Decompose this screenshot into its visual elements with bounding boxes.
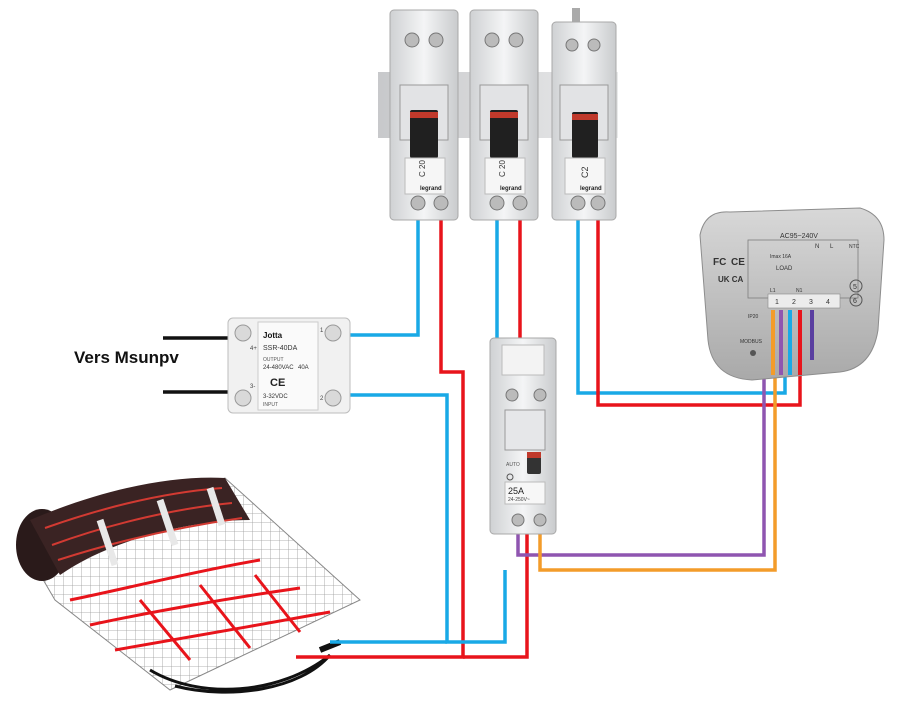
breaker-2-rating: C 20 — [498, 160, 507, 177]
thermostat-terminal-6: 6 — [853, 298, 857, 305]
thermostat-voltage: AC95~240V — [780, 233, 818, 240]
ssr-terminal-2: 2 — [320, 396, 324, 402]
thermostat-ntc: NTC — [849, 244, 860, 250]
wire-b1-neutral — [345, 208, 420, 337]
contactor: AUTO 25A 24-250V~ — [489, 337, 557, 535]
thermostat-module: AC95~240V FC CE UK CA Imax 16A LOAD N L … — [699, 207, 885, 381]
ssr-terminal-3: 3- — [250, 384, 255, 390]
breaker-3-brand: legrand — [580, 186, 602, 192]
wire-contactor-live — [463, 525, 529, 659]
ssr-model: SSR-40DA — [263, 345, 298, 352]
thermostat-terminal-2: 2 — [792, 299, 796, 306]
ssr-output-rating: 24-480VAC — [263, 365, 294, 371]
wire-b1-live — [296, 208, 465, 659]
contactor-mode: AUTO — [506, 462, 520, 468]
contactor-voltage: 24-250V~ — [508, 497, 530, 503]
ssr-input-label: INPUT — [263, 402, 278, 408]
breaker-1-brand: legrand — [420, 186, 442, 192]
ssr-input-rating: 3-32VDC — [263, 394, 288, 400]
ssr-terminal-1: 1 — [320, 328, 324, 334]
wire-b3-live — [596, 208, 802, 407]
thermostat-ce: CE — [731, 257, 745, 268]
ssr-brand: Jotta — [263, 331, 283, 340]
thermostat-fcc: FC — [713, 257, 726, 268]
thermostat-ip: IP20 — [748, 314, 759, 320]
thermostat-terminal-l1: L1 — [770, 288, 776, 294]
ssr-current: 40A — [298, 365, 309, 371]
thermostat-n: N — [815, 244, 819, 250]
thermostat-terminal-5: 5 — [853, 284, 857, 291]
contactor-rating: 25A — [508, 486, 524, 496]
thermostat-load: LOAD — [776, 266, 793, 272]
breaker-2-brand: legrand — [500, 186, 522, 192]
ssr-ce-mark: CE — [270, 377, 285, 389]
breaker-3: C2 legrand — [551, 8, 617, 221]
thermostat-terminal-4: 4 — [826, 299, 830, 306]
solid-state-relay: Jotta SSR-40DA OUTPUT 24-480VAC 40A CE 3… — [227, 317, 351, 414]
thermostat-terminal-3: 3 — [809, 299, 813, 306]
breaker-3-rating: C2 — [580, 166, 590, 178]
thermostat-terminal-block: 1 2 3 4 — [767, 293, 841, 309]
ssr-output-label: OUTPUT — [263, 357, 284, 363]
thermostat-terminal-1: 1 — [775, 299, 779, 306]
wire-b3-neutral — [576, 208, 787, 395]
ssr-terminal-4: 4+ — [250, 346, 257, 352]
thermostat-terminal-n1: N1 — [796, 288, 803, 294]
breaker-1: C 20 legrand — [389, 9, 459, 221]
wire-ssr-out — [345, 393, 507, 644]
thermostat-ukca: UK CA — [718, 275, 744, 284]
msunpv-label: Vers Msunpv — [74, 348, 179, 367]
thermostat-l: L — [830, 244, 834, 250]
breaker-2: C 20 legrand — [469, 9, 539, 221]
thermostat-modbus: MODBUS — [740, 339, 763, 345]
heating-mat — [16, 477, 361, 694]
wire-coil-purple — [516, 375, 766, 557]
wire-coil-orange — [538, 375, 777, 572]
thermostat-imax: Imax 16A — [770, 254, 792, 260]
breaker-1-rating: C 20 — [418, 160, 427, 177]
